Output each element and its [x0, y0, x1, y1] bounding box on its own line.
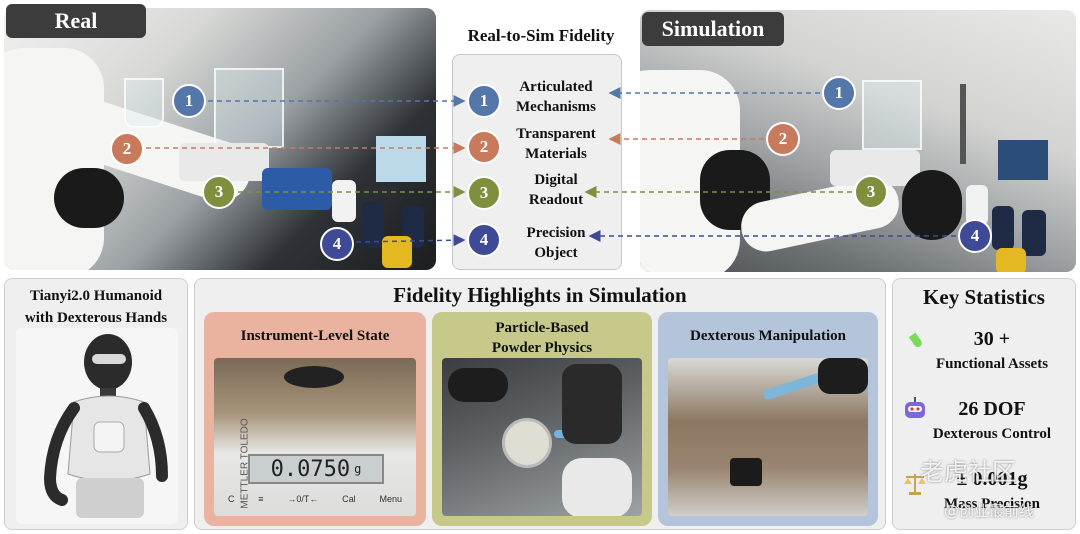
robot-hand [54, 168, 124, 228]
stat-value-dof: 26 DOF [958, 398, 1026, 420]
fidelity-badge-1: 1 [467, 84, 501, 118]
powder-physics-image [442, 358, 642, 516]
powder-dish [502, 418, 552, 468]
balance-glass-enclosure [214, 68, 284, 148]
simulation-tag: Simulation [642, 12, 784, 46]
balance-keypad: C ≡ →0/T← Cal Menu [228, 494, 402, 508]
key-label: C [228, 494, 235, 504]
beaker [124, 78, 164, 128]
tip-box [376, 136, 426, 182]
title-line: Tianyi2.0 Humanoid [29, 288, 163, 304]
stat-value-assets: 30 + [973, 328, 1011, 350]
fidelity-badge-3: 3 [467, 176, 501, 210]
reagent-bottle-dark [992, 206, 1014, 250]
reagent-bottle-yellow [996, 248, 1026, 272]
real-badge-2: 2 [110, 132, 144, 166]
balance-digital-display: 0.0750 g [248, 454, 384, 484]
reagent-bottle-white [332, 180, 356, 222]
label-line: Mechanisms [516, 99, 596, 115]
fidelity-label-digital: Digital Readout [500, 170, 612, 210]
robot-wrist [562, 458, 632, 516]
label-line: Digital [534, 172, 578, 188]
balance-glass-enclosure [862, 80, 922, 150]
card-title: Instrument-Level State [240, 328, 390, 344]
card-title: Particle-Based Powder Physics [432, 318, 652, 358]
sim-badge-3: 3 [854, 175, 888, 209]
reagent-bottle-yellow [382, 236, 412, 268]
highlight-card-powder: Particle-Based Powder Physics [432, 312, 652, 526]
fidelity-label-articulated: Articulated Mechanisms [500, 77, 612, 117]
balance-closeup-image: METTLER TOLEDO 0.0750 g C ≡ →0/T← Cal Me… [214, 358, 416, 516]
real-badge-4: 4 [320, 227, 354, 261]
watermark-text: 老虎社区 [920, 458, 1016, 486]
title-line: Particle-Based [495, 320, 589, 336]
title-line: Powder Physics [491, 340, 593, 356]
real-lab-photo [4, 8, 436, 270]
humanoid-title: Tianyi2.0 Humanoid with Dexterous Hands [10, 285, 182, 329]
stat-value-precision: ± 0.001g [956, 468, 1028, 490]
balance-unit: g [354, 462, 362, 476]
robot-gripper-left [448, 368, 508, 402]
reagent-bottle-dark [362, 202, 384, 248]
fidelity-label-precision: Precision Object [500, 223, 612, 263]
balance-scale-icon [902, 470, 928, 501]
robot-hand-right [902, 170, 962, 240]
dexterous-manipulation-image [668, 358, 868, 516]
highlight-card-manipulation: Dexterous Manipulation [658, 312, 878, 526]
sim-badge-4: 4 [958, 219, 992, 253]
highlights-title: Fidelity Highlights in Simulation [393, 283, 687, 307]
key-label: Menu [379, 494, 402, 504]
title-line: with Dexterous Hands [24, 310, 168, 326]
label-line: Transparent [516, 126, 596, 142]
stat-label-dof: Dexterous Control [932, 426, 1052, 442]
key-label: ≡ [258, 494, 264, 504]
brand-spacer [214, 446, 228, 460]
real-tag: Real [6, 4, 146, 38]
humanoid-image [16, 328, 178, 524]
weighing-pan [284, 366, 344, 388]
fidelity-label-transparent: Transparent Materials [500, 124, 612, 164]
watermark-handle: @创业最前线 [944, 502, 1035, 520]
sim-badge-1: 1 [822, 76, 856, 110]
label-line: Materials [525, 146, 587, 162]
humanoid-robot-icon [43, 334, 168, 518]
fidelity-badge-2: 2 [467, 130, 501, 164]
reagent-bottle-dark [1022, 210, 1046, 256]
stats-title: Key Statistics [923, 285, 1045, 309]
reagent-bottle-white [966, 185, 988, 225]
retort-stand [960, 84, 966, 164]
balance-readout: 0.0750 [270, 456, 351, 482]
robot-face-icon [902, 396, 928, 427]
magnetic-stirrer [262, 168, 332, 210]
tip-box [998, 140, 1048, 180]
sim-badge-2: 2 [766, 122, 800, 156]
robot-gripper-right [562, 364, 622, 444]
fidelity-badge-4: 4 [467, 223, 501, 257]
real-badge-3: 3 [202, 175, 236, 209]
simulation-lab-render [640, 10, 1076, 272]
label-line: Readout [528, 192, 584, 208]
stat-label-assets: Functional Assets [935, 356, 1049, 372]
robot-gripper [818, 358, 868, 394]
label-line: Precision [526, 225, 586, 241]
label-line: Articulated [519, 79, 593, 95]
stat-label-precision: Mass Precision [944, 496, 1040, 512]
highlight-card-instrument: Instrument-Level State METTLER TOLEDO 0.… [204, 312, 426, 526]
real-badge-1: 1 [172, 84, 206, 118]
precision-object [730, 458, 762, 486]
fidelity-title: Real-to-Sim Fidelity [467, 26, 615, 45]
label-line: Object [534, 245, 578, 261]
key-label: →0/T← [287, 494, 319, 504]
key-label: Cal [342, 494, 356, 504]
test-tube-icon [902, 326, 928, 357]
analytical-balance [179, 143, 269, 181]
card-title: Dexterous Manipulation [690, 328, 846, 344]
